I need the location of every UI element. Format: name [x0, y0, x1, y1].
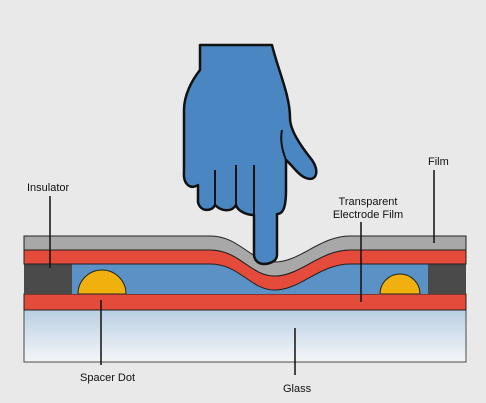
insulator-left [24, 262, 72, 294]
spacer-dot-right [379, 273, 421, 295]
glass-layer [23, 309, 467, 363]
pointing-hand-icon [182, 43, 318, 266]
transparent-electrode-label-line2: Electrode Film [333, 209, 403, 221]
spacer-dot-label: Spacer Dot [80, 372, 135, 384]
insulator-right [428, 262, 466, 294]
insulator-label: Insulator [27, 182, 70, 194]
film-label: Film [428, 156, 449, 168]
bottom-electrode-film [23, 293, 467, 311]
transparent-electrode-label-line1: Transparent [339, 196, 398, 208]
spacer-dot-left [77, 269, 127, 295]
glass-label: Glass [283, 383, 312, 395]
